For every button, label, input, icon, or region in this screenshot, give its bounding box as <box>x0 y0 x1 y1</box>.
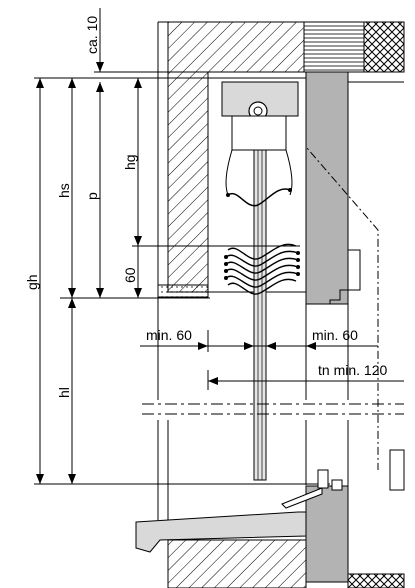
label-60: 60 <box>122 267 138 283</box>
dimension-lines <box>34 8 404 485</box>
label-hs: hs <box>56 183 72 198</box>
label-tn-min120: tn min. 120 <box>318 362 387 378</box>
label-hg: hg <box>122 154 138 170</box>
dimension-arrows <box>36 62 316 484</box>
window-frame-right <box>299 71 405 491</box>
label-min60-right: min. 60 <box>312 327 358 343</box>
label-gh: gh <box>24 274 40 290</box>
break-lines <box>142 403 404 415</box>
window-sill <box>135 420 405 588</box>
label-min60-left: min. 60 <box>146 327 192 343</box>
label-ca10: ca. 10 <box>84 16 100 54</box>
label-hl: hl <box>56 387 72 398</box>
stacked-slats <box>224 243 300 295</box>
inner-wall-section <box>157 71 209 298</box>
upper-wall <box>157 21 405 285</box>
label-p: p <box>84 192 100 200</box>
lower-wall <box>157 297 307 520</box>
